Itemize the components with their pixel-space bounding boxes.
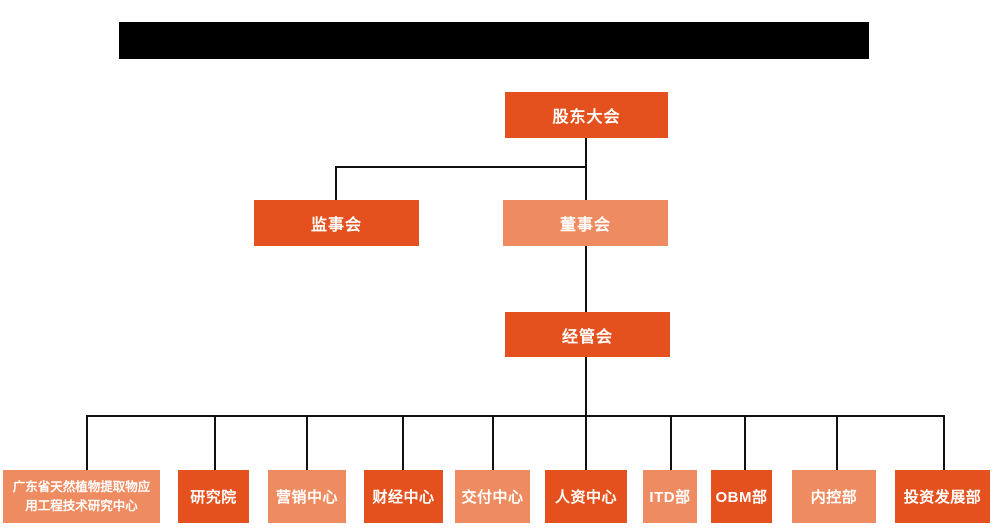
org-node-dept-marketing-center: 营销中心 (268, 470, 346, 523)
org-node-management-label: 经管会 (561, 328, 613, 346)
connector-board-management (585, 246, 587, 313)
org-node-dept-label: 营销中心 (275, 489, 338, 506)
connector-supervisory-drop (335, 166, 337, 201)
org-node-dept-label: 投资发展部 (903, 489, 982, 506)
org-node-dept-investment-development: 投资发展部 (895, 470, 990, 523)
connector-shareholders-down (585, 138, 587, 201)
org-node-dept-obm: OBM部 (711, 470, 772, 523)
org-node-dept-delivery-center: 交付中心 (455, 470, 530, 523)
connector-drop-9 (836, 415, 838, 471)
org-node-dept-itd: ITD部 (643, 470, 697, 523)
org-node-supervisory-label: 监事会 (310, 217, 362, 234)
org-node-shareholders: 股东大会 (505, 92, 668, 138)
connector-drop-7 (670, 415, 672, 471)
org-node-dept-research-institute: 研究院 (178, 470, 249, 523)
org-node-management: 经管会 (505, 312, 670, 357)
org-node-dept-label: 内控部 (810, 489, 858, 506)
redacted-title-bar (119, 22, 869, 59)
org-node-dept-label: 交付中心 (461, 489, 524, 506)
org-node-dept-label: ITD部 (649, 489, 691, 506)
connector-bottom-rail (86, 415, 945, 417)
org-node-dept-label: OBM部 (715, 489, 768, 506)
connector-drop-10 (943, 415, 945, 471)
org-node-board: 董事会 (503, 200, 668, 246)
connector-drop-5 (492, 415, 494, 471)
connector-drop-2 (214, 415, 216, 471)
org-node-dept-internal-control: 内控部 (792, 470, 876, 523)
org-node-dept-hr-center: 人资中心 (545, 470, 627, 523)
connector-drop-1 (86, 415, 88, 471)
org-node-dept-label: 财经中心 (372, 489, 435, 506)
connector-management-rail (585, 357, 587, 471)
org-node-dept-label: 研究院 (190, 489, 237, 506)
connector-drop-4 (402, 415, 404, 471)
org-node-dept-finance-center: 财经中心 (364, 470, 443, 523)
org-node-dept-research-center: 广东省天然植物提取物应用工程技术研究中心 (3, 470, 160, 523)
org-node-supervisory: 监事会 (254, 200, 419, 246)
org-node-dept-label: 人资中心 (554, 489, 617, 506)
org-node-shareholders-label: 股东大会 (552, 109, 621, 126)
org-node-dept-label: 广东省天然植物提取物应用工程技术研究中心 (12, 480, 151, 513)
org-node-board-label: 董事会 (559, 217, 611, 234)
connector-branch-left (335, 166, 587, 168)
connector-drop-8 (744, 415, 746, 471)
connector-drop-3 (306, 415, 308, 471)
